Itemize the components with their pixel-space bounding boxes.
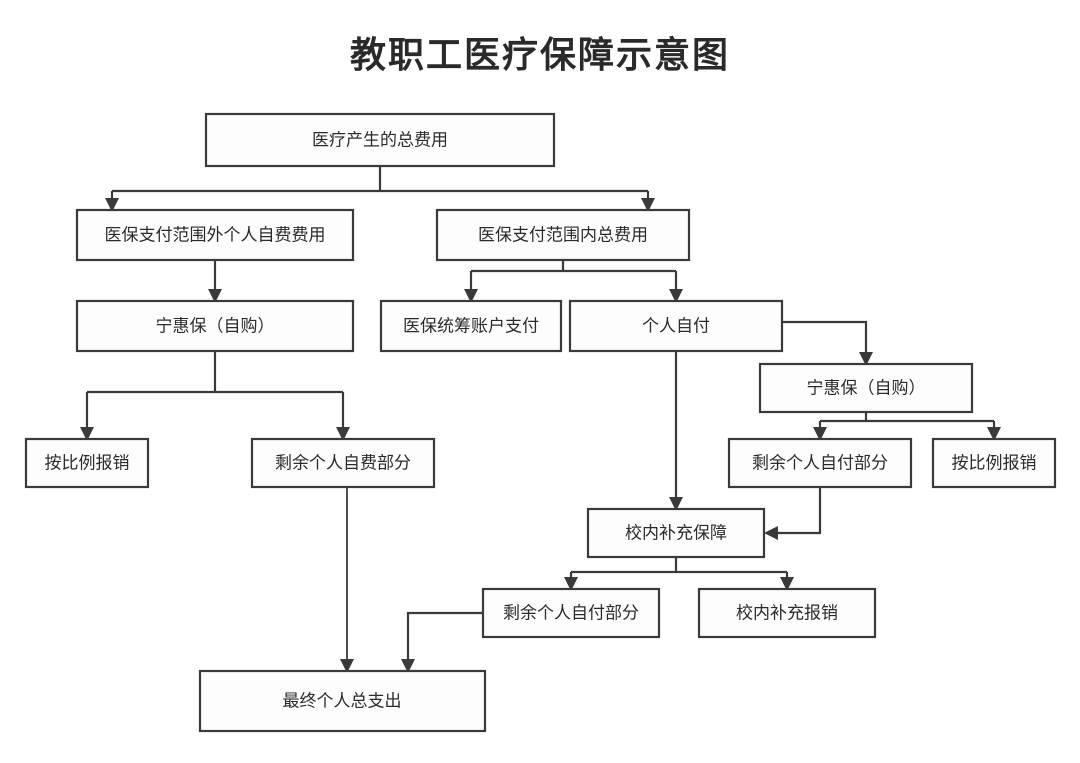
node-personal-payment[interactable]: 个人自付 — [568, 299, 784, 353]
node-label: 按比例报销 — [952, 453, 1037, 472]
edge-n6-to-n7 — [782, 320, 868, 358]
edge-n13-to-n15 — [406, 611, 483, 665]
node-remaining-personal-payment-lower[interactable]: 剩余个人自付部分 — [481, 587, 661, 639]
page-title: 教职工医疗保障示意图 — [349, 34, 730, 75]
arrow-n7-to-n10 — [813, 427, 827, 441]
node-out-of-coverage-self-pay[interactable]: 医保支付范围外个人自费费用 — [75, 208, 355, 262]
node-campus-supplementary-reimbursement[interactable]: 校内补充报销 — [697, 587, 877, 639]
node-in-coverage-total[interactable]: 医保支付范围内总费用 — [435, 208, 691, 262]
arrow-n6-to-n12 — [669, 497, 683, 511]
node-box[interactable] — [697, 587, 877, 639]
node-remaining-personal-payment-upper[interactable]: 剩余个人自付部分 — [727, 437, 913, 489]
arrow-n13-to-n15 — [401, 659, 415, 673]
arrow-n1-to-n2 — [105, 198, 119, 212]
node-label: 剩余个人自付部分 — [752, 453, 888, 472]
node-label: 宁惠保（自购） — [807, 378, 926, 397]
arrow-n2-to-n4 — [208, 289, 222, 303]
arrow-n4-to-n9 — [336, 427, 350, 441]
edge-n12-split-trunk — [569, 557, 789, 583]
node-label: 剩余个人自付部分 — [503, 603, 639, 622]
node-box[interactable] — [198, 669, 487, 733]
edge-n1-split-trunk — [110, 166, 650, 204]
node-campus-supplementary-coverage[interactable]: 校内补充保障 — [586, 507, 766, 559]
node-remaining-self-pay-expense[interactable]: 剩余个人自费部分 — [250, 437, 436, 489]
node-box[interactable] — [435, 208, 691, 262]
node-box[interactable] — [75, 208, 355, 262]
node-pooled-account-payment[interactable]: 医保统筹账户支付 — [379, 299, 563, 353]
edge-n3-split-trunk — [469, 260, 678, 295]
node-box[interactable] — [758, 362, 974, 414]
node-box[interactable] — [75, 299, 355, 353]
node-box[interactable] — [586, 507, 766, 559]
arrow-n12-to-n14 — [780, 577, 794, 591]
node-box[interactable] — [379, 299, 563, 353]
node-label: 医疗产生的总费用 — [312, 130, 448, 149]
node-box[interactable] — [250, 437, 436, 489]
connector-layer — [80, 166, 1001, 673]
edge-n10-to-n12 — [772, 487, 822, 535]
node-box[interactable] — [931, 437, 1057, 489]
node-label: 宁惠保（自购） — [156, 316, 275, 335]
node-label: 按比例报销 — [45, 453, 130, 472]
node-label: 剩余个人自费部分 — [275, 453, 411, 472]
arrow-n3-to-n6 — [669, 289, 683, 303]
arrow-n10-to-n12 — [764, 526, 778, 540]
arrow-n4-to-n8 — [80, 427, 94, 441]
node-ninghuibao-right[interactable]: 宁惠保（自购） — [758, 362, 974, 414]
node-final-personal-total-expenditure[interactable]: 最终个人总支出 — [198, 669, 487, 733]
arrow-n3-to-n5 — [464, 289, 478, 303]
node-ninghuibao-left[interactable]: 宁惠保（自购） — [75, 299, 355, 353]
node-box[interactable] — [568, 299, 784, 353]
node-label: 个人自付 — [642, 316, 710, 335]
node-label: 校内补充保障 — [625, 523, 727, 542]
node-label: 医保支付范围外个人自费费用 — [105, 225, 326, 244]
edge-n4-split-trunk — [85, 351, 345, 433]
node-label: 校内补充报销 — [736, 603, 838, 622]
arrow-n7-to-n11 — [987, 427, 1001, 441]
node-proportional-reimbursement-right[interactable]: 按比例报销 — [931, 437, 1057, 489]
arrow-n12-to-n13 — [564, 577, 578, 591]
node-box[interactable] — [24, 437, 150, 489]
node-label: 最终个人总支出 — [283, 691, 402, 710]
node-box[interactable] — [204, 112, 556, 168]
node-total-medical-cost[interactable]: 医疗产生的总费用 — [204, 112, 556, 168]
node-box[interactable] — [481, 587, 661, 639]
node-box[interactable] — [727, 437, 913, 489]
arrow-n9-to-n15 — [340, 659, 354, 673]
node-label: 医保统筹账户支付 — [403, 316, 539, 335]
arrow-n1-to-n3 — [641, 198, 655, 212]
arrow-n6-to-n7 — [859, 352, 873, 366]
node-proportional-reimbursement-left[interactable]: 按比例报销 — [24, 437, 150, 489]
node-label: 医保支付范围内总费用 — [478, 225, 648, 244]
edge-n7-split-trunk — [818, 412, 996, 433]
